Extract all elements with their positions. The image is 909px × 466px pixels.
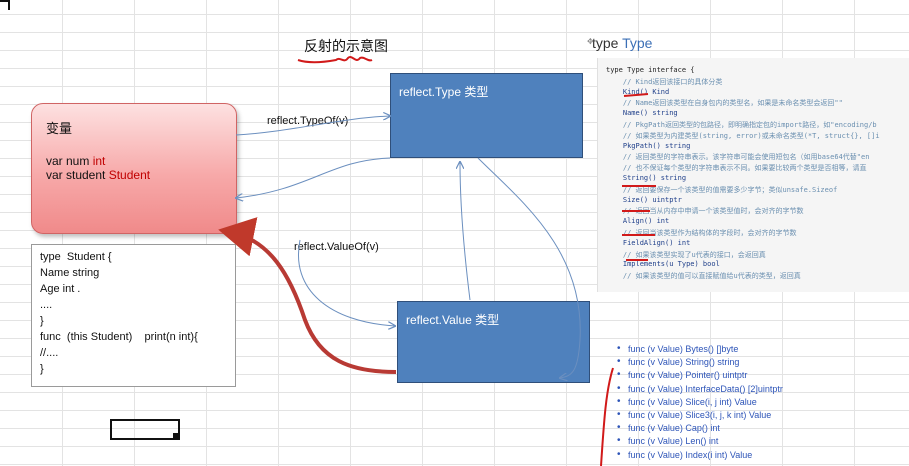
kind-underline <box>623 93 649 97</box>
variable-student-line: var student Student <box>46 168 150 182</box>
type-doc-line: Name() string <box>606 109 678 118</box>
type-doc-line: FieldAlign() int <box>606 238 691 247</box>
value-method-list: func (v Value) Bytes() []bytefunc (v Val… <box>616 343 783 463</box>
variable-box[interactable]: 变量 var num int var student Student <box>31 103 237 234</box>
type-doc-line: Align() int <box>606 217 670 226</box>
type-doc-line: // 如果该类型的值可以直接赋值给u代表的类型，返回真 <box>606 272 801 281</box>
type-doc-line: type Type interface { <box>606 66 695 74</box>
valueof-arrow <box>298 239 395 326</box>
type-doc-heading-accent: Type <box>622 35 653 51</box>
type-doc-line: // PkgPath返回类型的包路径，即明确指定包的import路径，如"enc… <box>606 121 877 129</box>
type-doc-panel[interactable]: type Type interface { // Kind返回该接口的具体分类 … <box>597 58 909 292</box>
type-doc-line: // Kind返回该接口的具体分类 <box>606 77 723 86</box>
variable-num-type: int <box>92 154 106 168</box>
value-method-item[interactable]: func (v Value) Bytes() []byte <box>616 343 783 357</box>
value-method-item[interactable]: func (v Value) String() string <box>616 356 783 370</box>
reflect-value-box[interactable]: reflect.Value 类型 <box>397 301 590 383</box>
value-method-item[interactable]: func (v Value) Cap() int <box>616 422 783 436</box>
type-doc-line: PkgPath() string <box>606 141 691 150</box>
value-method-item[interactable]: func (v Value) Len() int <box>616 435 783 449</box>
value-method-item[interactable]: func (v Value) Slice(i, j int) Value <box>616 396 783 410</box>
reflect-type-box[interactable]: reflect.Type 类型 <box>390 73 583 158</box>
value-method-item[interactable]: func (v Value) Pointer() uintptr <box>616 369 783 383</box>
variable-student-decl: var student <box>46 168 109 182</box>
type-doc-line: // 返回当该类型作为结构体的字段时，会对齐的字节数 <box>606 229 797 237</box>
title-underline-squiggle <box>297 56 373 64</box>
struct-code-line: type Student { <box>40 251 112 263</box>
variable-num-line: var num int <box>46 154 105 168</box>
struct-code-line: .... <box>40 299 53 311</box>
selected-cell[interactable] <box>110 419 180 440</box>
fill-handle[interactable] <box>173 433 178 438</box>
reflect-value-label: reflect.Value 类型 <box>406 313 500 327</box>
struct-code-box[interactable]: type Student { Name string Age int . ...… <box>31 244 236 387</box>
type-doc-line: // 如果类型为内建类型(string, error)或未命名类型(*T, st… <box>606 131 880 140</box>
type-doc-line: Kind() Kind <box>606 87 670 96</box>
type-to-variable-arrow <box>236 157 391 198</box>
struct-code-line: } <box>40 315 44 327</box>
type-doc-line: // 返回类型的字符串表示。该字符串可能会使用短包名（如用base64代替"en <box>606 153 870 162</box>
variable-student-type: Student <box>108 168 151 182</box>
value-methods-bracket <box>600 367 614 466</box>
variable-num-decl: var num <box>46 154 93 168</box>
value-method-item[interactable]: func (v Value) Index(i int) Value <box>616 448 783 463</box>
struct-code-line: func (this Student) print(n int){ <box>40 331 198 343</box>
type-doc-line: // 也不保证每个类型的字符串表示不同。如果要比较两个类型是否相等，请直 <box>606 164 867 173</box>
type-doc-line: Implements(u Type) bool <box>606 260 720 269</box>
value-to-type-arrow <box>460 162 471 301</box>
type-doc-line: String() string <box>606 174 687 182</box>
value-method-item[interactable]: func (v Value) Slice3(i, j, k int) Value <box>616 409 783 423</box>
value-method-item[interactable]: func (v Value) InterfaceData() [2]uintpt… <box>616 383 783 397</box>
valueof-label: reflect.ValueOf(v) <box>294 241 379 253</box>
corner-selection-mark <box>0 0 10 10</box>
diagram-title: 反射的示意图 <box>304 38 388 54</box>
type-to-value-arrow <box>477 157 581 378</box>
struct-code-line: Name string <box>40 267 100 279</box>
type-doc-line: // 返回要保存一个该类型的值需要多少字节；类似unsafe.Sizeof <box>606 185 838 194</box>
typeof-label: reflect.TypeOf(v) <box>267 115 349 127</box>
type-doc-line: Size() uintptr <box>606 195 682 204</box>
struct-code-line: Age int . <box>40 283 81 295</box>
struct-code-line: //.... <box>40 347 59 359</box>
reflect-type-label: reflect.Type 类型 <box>399 85 489 99</box>
struct-code-line: } <box>40 363 44 375</box>
type-doc-line: // Name返回该类型在自身包内的类型名，如果是未命名类型会返回"" <box>606 99 843 108</box>
drag-handle-icon: ✥ <box>587 37 594 46</box>
value-to-variable-red-arrow <box>218 217 397 374</box>
type-doc-line: // 如果该类型实现了u代表的接口，会返回真 <box>606 250 766 259</box>
typeof-arrow <box>235 116 390 136</box>
type-doc-heading: ✥ type Type <box>587 35 653 51</box>
type-doc-heading-prefix: type <box>592 35 623 51</box>
variable-box-title: 变量 <box>46 121 73 136</box>
